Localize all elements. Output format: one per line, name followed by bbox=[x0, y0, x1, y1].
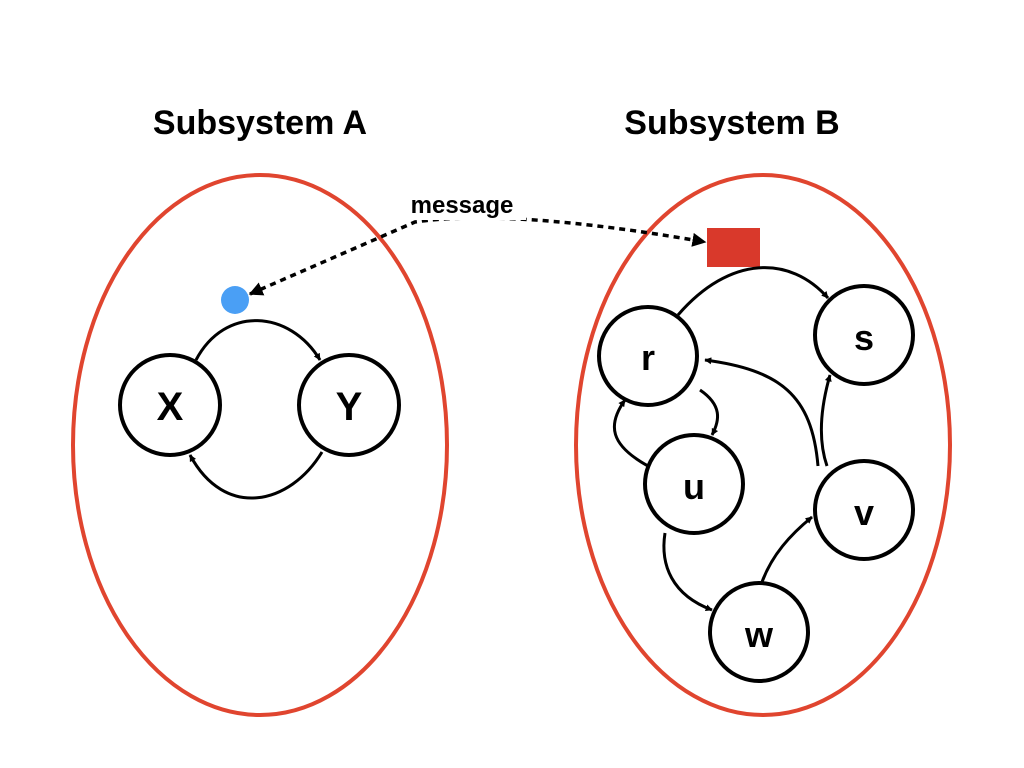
edge-v-to-r bbox=[704, 357, 820, 467]
node-r: r bbox=[597, 305, 699, 407]
edge-v-to-s bbox=[819, 374, 832, 467]
node-u-label: u bbox=[683, 466, 705, 507]
subsystem-b-message-endpoint bbox=[707, 228, 760, 267]
node-v-circle bbox=[813, 459, 915, 561]
edge-y-to-x bbox=[188, 451, 324, 500]
message-label: message bbox=[411, 192, 514, 219]
subsystem-a-message-endpoint bbox=[221, 286, 249, 314]
node-w-label: w bbox=[744, 614, 774, 655]
node-x-label: X bbox=[157, 385, 184, 429]
message-connection bbox=[248, 216, 707, 296]
subsystem-a-title: Subsystem A bbox=[153, 104, 367, 142]
subsystem-a-boundary bbox=[71, 173, 449, 717]
edge-u-to-w bbox=[662, 532, 713, 612]
message-label-background bbox=[398, 190, 526, 220]
node-s: s bbox=[813, 284, 915, 386]
node-v-label: v bbox=[854, 492, 874, 533]
node-u-circle bbox=[643, 433, 745, 535]
edge-r-to-s bbox=[676, 266, 830, 316]
edge-w-to-v bbox=[760, 515, 813, 583]
node-y: Y bbox=[297, 353, 401, 457]
node-v: v bbox=[813, 459, 915, 561]
node-s-circle bbox=[813, 284, 915, 386]
node-w: w bbox=[708, 581, 810, 683]
node-s-label: s bbox=[854, 317, 874, 358]
subsystem-b-boundary bbox=[574, 173, 952, 717]
edge-u-to-r bbox=[612, 399, 649, 468]
node-y-circle bbox=[297, 353, 401, 457]
node-y-label: Y bbox=[336, 385, 363, 429]
edge-r-to-u bbox=[699, 388, 720, 436]
node-u: u bbox=[643, 433, 745, 535]
node-x-circle bbox=[118, 353, 222, 457]
node-r-label: r bbox=[641, 337, 655, 378]
node-r-circle bbox=[597, 305, 699, 407]
edge-x-to-y bbox=[194, 319, 322, 361]
node-w-circle bbox=[708, 581, 810, 683]
node-x: X bbox=[118, 353, 222, 457]
subsystem-b-title: Subsystem B bbox=[624, 104, 839, 142]
